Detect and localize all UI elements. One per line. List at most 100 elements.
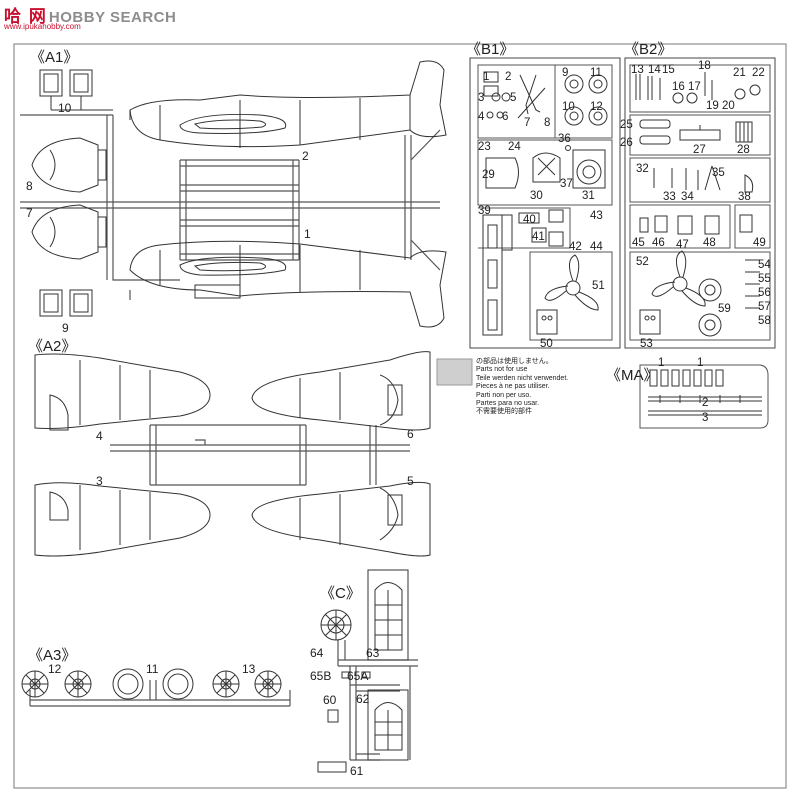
- part-number: 60: [323, 693, 337, 707]
- part-ma-1-straps: [649, 369, 724, 387]
- part-a2-5-wing: [251, 481, 431, 557]
- part-number: 8: [544, 117, 550, 129]
- part-number: 1: [658, 357, 664, 369]
- part-c-64-turret: [320, 609, 352, 641]
- part-number: 57: [758, 301, 771, 313]
- part-number: 32: [636, 163, 649, 175]
- part-number: 6: [407, 427, 414, 441]
- watermark-logo: 哈 网: [4, 7, 47, 27]
- part-number: 10: [58, 101, 72, 115]
- sprue-b2: 《B2》: [620, 41, 776, 350]
- part-number: 42: [569, 241, 582, 253]
- part-number: 18: [698, 60, 711, 72]
- part-number: 54: [758, 259, 771, 271]
- notice-line: 不需要使用的部件: [476, 408, 532, 416]
- part-number: 25: [620, 119, 633, 131]
- watermark-url: www.ipukahobby.com: [4, 22, 81, 31]
- part-a2-4-wing: [34, 353, 211, 431]
- part-number: 3: [478, 92, 484, 104]
- group-label-c: 《C》: [320, 585, 361, 602]
- sprue-b1: 《B1》: [466, 41, 621, 350]
- part-number: 41: [532, 231, 545, 243]
- part-number: 12: [590, 101, 603, 113]
- group-label-a1: 《A1》: [30, 49, 78, 66]
- part-number: 65A: [347, 669, 368, 683]
- group-label-b1: 《B1》: [466, 41, 514, 58]
- unused-parts-notice: の部品は使用しません。 Parts not for use Teile werd…: [476, 358, 568, 417]
- part-number: 15: [662, 64, 675, 76]
- sprue-b1-frame: [469, 57, 621, 349]
- part-number: 7: [26, 206, 33, 220]
- part-c-63-canopy: [367, 569, 409, 661]
- part-number: 37: [560, 178, 573, 190]
- part-number: 55: [758, 273, 771, 285]
- part-number: 13: [631, 64, 644, 76]
- part-number: 12: [48, 662, 62, 676]
- watermark-site: HOBBY SEARCH: [48, 9, 177, 26]
- part-number: 49: [753, 237, 766, 249]
- part-number: 39: [478, 205, 491, 217]
- part-number: 50: [540, 338, 553, 350]
- part-number: 3: [96, 474, 103, 488]
- part-a2-3-wing: [34, 482, 211, 557]
- part-number: 62: [356, 692, 370, 706]
- part-a1-7: [31, 204, 107, 260]
- part-b1-cockpit-bits: [483, 71, 546, 119]
- part-number: 10: [562, 101, 575, 113]
- notice-line: の部品は使用しません。: [476, 358, 553, 365]
- part-number: 1: [304, 227, 311, 241]
- part-a1-9: [39, 289, 93, 317]
- part-number: 34: [681, 191, 694, 203]
- part-number: 43: [590, 210, 603, 222]
- part-number: 38: [738, 191, 751, 203]
- ma-fret-outline: [639, 364, 769, 429]
- part-number: 47: [676, 239, 689, 251]
- part-a3-12-engine: [21, 670, 92, 698]
- part-number: 53: [640, 338, 653, 350]
- part-c-small-parts: [317, 671, 371, 773]
- part-a1-2-fuselage: [129, 60, 447, 148]
- part-number: 5: [510, 92, 516, 104]
- part-number: 2: [302, 149, 309, 163]
- part-number: 40: [523, 214, 536, 226]
- part-number: 35: [712, 167, 725, 179]
- part-a3-11-ring: [112, 668, 194, 700]
- sprue-b2-frame: [624, 57, 776, 349]
- unused-parts-swatch: [436, 358, 473, 386]
- notice-line: Teile werden nicht verwendet.: [476, 374, 569, 382]
- part-a2-6-wing: [251, 351, 431, 431]
- notice-line: Parts not for use: [476, 366, 528, 374]
- part-number: 20: [722, 100, 735, 112]
- part-number: 51: [592, 280, 605, 292]
- sprue-a2-runners: [110, 424, 410, 486]
- part-number: 56: [758, 287, 771, 299]
- part-number: 3: [702, 412, 708, 424]
- part-number: 29: [482, 169, 495, 181]
- part-number: 52: [636, 256, 649, 268]
- sprue-c: 《C》 64: [310, 569, 418, 778]
- group-label-b2: 《B2》: [624, 41, 672, 58]
- part-number: 33: [663, 191, 676, 203]
- part-a1-10: [39, 69, 113, 111]
- part-number: 27: [693, 144, 706, 156]
- part-number: 1: [697, 357, 703, 369]
- part-number: 23: [478, 141, 491, 153]
- group-label-ma: 《MA》: [606, 367, 659, 384]
- notice-line: Parti non per uso.: [476, 391, 532, 399]
- part-number: 8: [26, 179, 33, 193]
- part-number: 16: [672, 81, 685, 93]
- part-number: 2: [702, 397, 708, 409]
- part-number: 46: [652, 237, 665, 249]
- notice-line: Partes para no usar.: [476, 400, 540, 408]
- part-number: 24: [508, 141, 521, 153]
- group-label-a2: 《A2》: [28, 338, 76, 355]
- part-number: 59: [718, 303, 731, 315]
- part-b2-52-propeller: [639, 250, 760, 337]
- part-number: 65B: [310, 669, 331, 683]
- part-number: 17: [688, 81, 701, 93]
- group-label-a3: 《A3》: [28, 647, 76, 664]
- part-number: 9: [562, 67, 568, 79]
- part-number: 11: [146, 662, 159, 676]
